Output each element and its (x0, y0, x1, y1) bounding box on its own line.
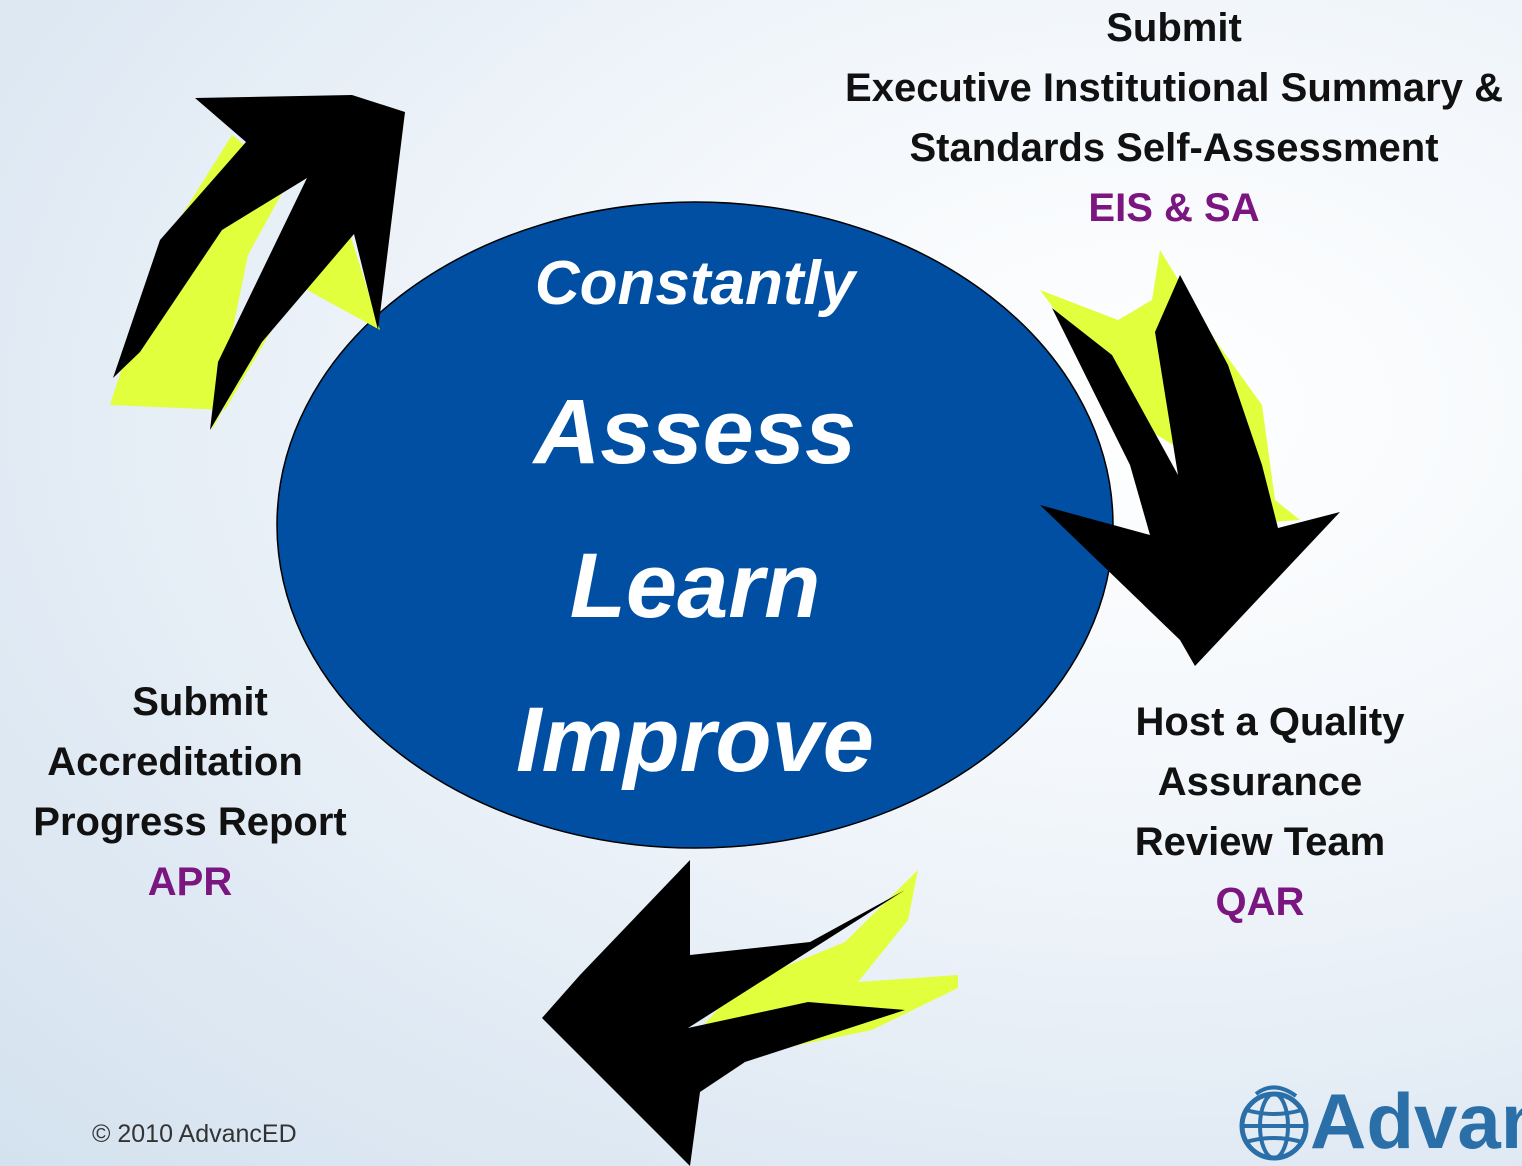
arrow-up-right (110, 95, 405, 430)
label-eis-sa: Submit Executive Institutional Summary &… (836, 0, 1512, 238)
copyright-text: © 2010 AdvancED (92, 1120, 297, 1148)
arrow-down (1040, 250, 1340, 666)
globe-icon (1239, 1085, 1309, 1161)
label-eis-sa-acronym: EIS & SA (1088, 186, 1260, 230)
label-apr-line3: Progress Report (33, 800, 347, 844)
logo-text: Advan (1310, 1080, 1522, 1165)
center-word-constantly: Constantly (534, 249, 856, 318)
label-apr-line1: Submit (132, 680, 268, 724)
center-word-learn: Learn (569, 535, 821, 637)
label-qar-line1: Host a Quality (1135, 700, 1405, 744)
center-word-assess: Assess (533, 381, 857, 483)
label-apr: Submit Accreditation Progress Report APR (0, 672, 380, 912)
label-eis-sa-line1: Submit (1106, 6, 1242, 50)
label-apr-acronym: APR (147, 860, 233, 904)
label-eis-sa-line3: Standards Self-Assessment (909, 126, 1439, 170)
label-apr-line2: Accreditation (47, 740, 303, 784)
advanced-logo: Advan (1232, 1080, 1522, 1166)
label-qar-line2: Assurance (1157, 760, 1363, 804)
center-word-improve: Improve (516, 689, 874, 791)
label-qar: Host a Quality Assurance Review Team QAR (1060, 692, 1460, 932)
label-qar-line3: Review Team (1134, 820, 1386, 864)
label-qar-acronym: QAR (1215, 880, 1305, 924)
label-eis-sa-line2: Executive Institutional Summary & (845, 66, 1503, 110)
arrow-left (542, 860, 958, 1166)
